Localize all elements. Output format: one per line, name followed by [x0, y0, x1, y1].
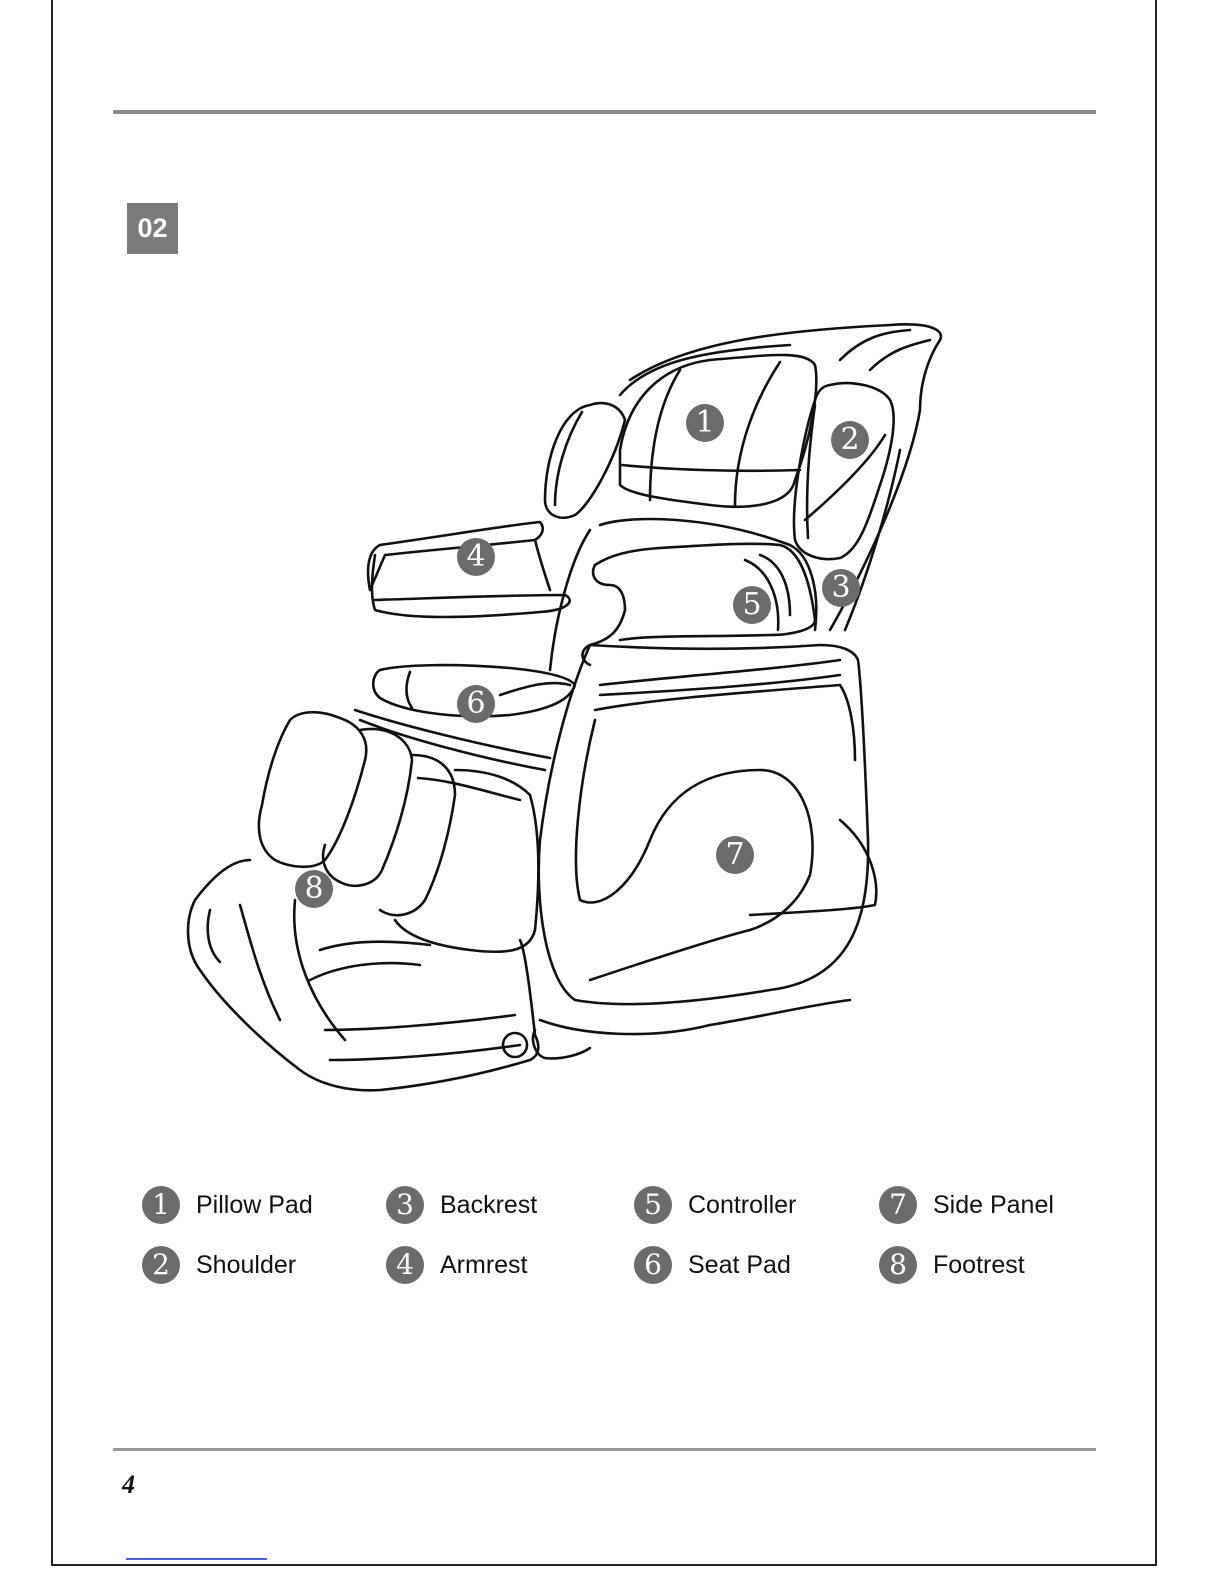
- legend-label: Armrest: [440, 1251, 528, 1280]
- parts-legend: 1 Pillow Pad 2 Shoulder 3 Backrest 4 Arm…: [140, 1183, 1100, 1293]
- callout-7: 7: [716, 836, 754, 874]
- section-number-badge: 02: [127, 203, 178, 254]
- legend-number: 8: [879, 1246, 917, 1284]
- legend-item-side-panel: 7 Side Panel: [879, 1183, 1054, 1227]
- callout-2: 2: [831, 421, 869, 459]
- legend-number: 1: [142, 1186, 180, 1224]
- callout-6: 6: [457, 685, 495, 723]
- legend-number: 2: [142, 1246, 180, 1284]
- legend-label: Shoulder: [196, 1251, 296, 1280]
- legend-number: 4: [386, 1246, 424, 1284]
- page-border-bottom: [51, 1564, 1157, 1566]
- callout-4: 4: [457, 538, 495, 576]
- massage-chair-diagram: 1 2 3 4 5 6 7 8: [150, 300, 980, 1120]
- legend-item-armrest: 4 Armrest: [386, 1243, 528, 1287]
- page-number: 4: [122, 1470, 135, 1500]
- callout-3: 3: [822, 569, 860, 607]
- legend-label: Pillow Pad: [196, 1191, 313, 1220]
- page-border-left: [51, 0, 53, 1566]
- legend-number: 5: [634, 1186, 672, 1224]
- footer-rule: [113, 1448, 1096, 1451]
- legend-label: Backrest: [440, 1191, 537, 1220]
- legend-item-backrest: 3 Backrest: [386, 1183, 537, 1227]
- callout-8: 8: [295, 870, 333, 908]
- legend-item-footrest: 8 Footrest: [879, 1243, 1025, 1287]
- legend-item-pillow-pad: 1 Pillow Pad: [142, 1183, 313, 1227]
- legend-item-seat-pad: 6 Seat Pad: [634, 1243, 791, 1287]
- page-border-right: [1155, 0, 1157, 1566]
- legend-number: 6: [634, 1246, 672, 1284]
- legend-label: Seat Pad: [688, 1251, 791, 1280]
- legend-number: 7: [879, 1186, 917, 1224]
- header-rule: [113, 110, 1096, 114]
- callout-5: 5: [733, 586, 771, 624]
- callout-1: 1: [686, 404, 724, 442]
- legend-item-shoulder: 2 Shoulder: [142, 1243, 296, 1287]
- legend-label: Controller: [688, 1191, 796, 1220]
- legend-number: 3: [386, 1186, 424, 1224]
- legend-label: Side Panel: [933, 1191, 1054, 1220]
- legend-item-controller: 5 Controller: [634, 1183, 796, 1227]
- bottom-link-underline: [126, 1558, 267, 1560]
- legend-label: Footrest: [933, 1251, 1025, 1280]
